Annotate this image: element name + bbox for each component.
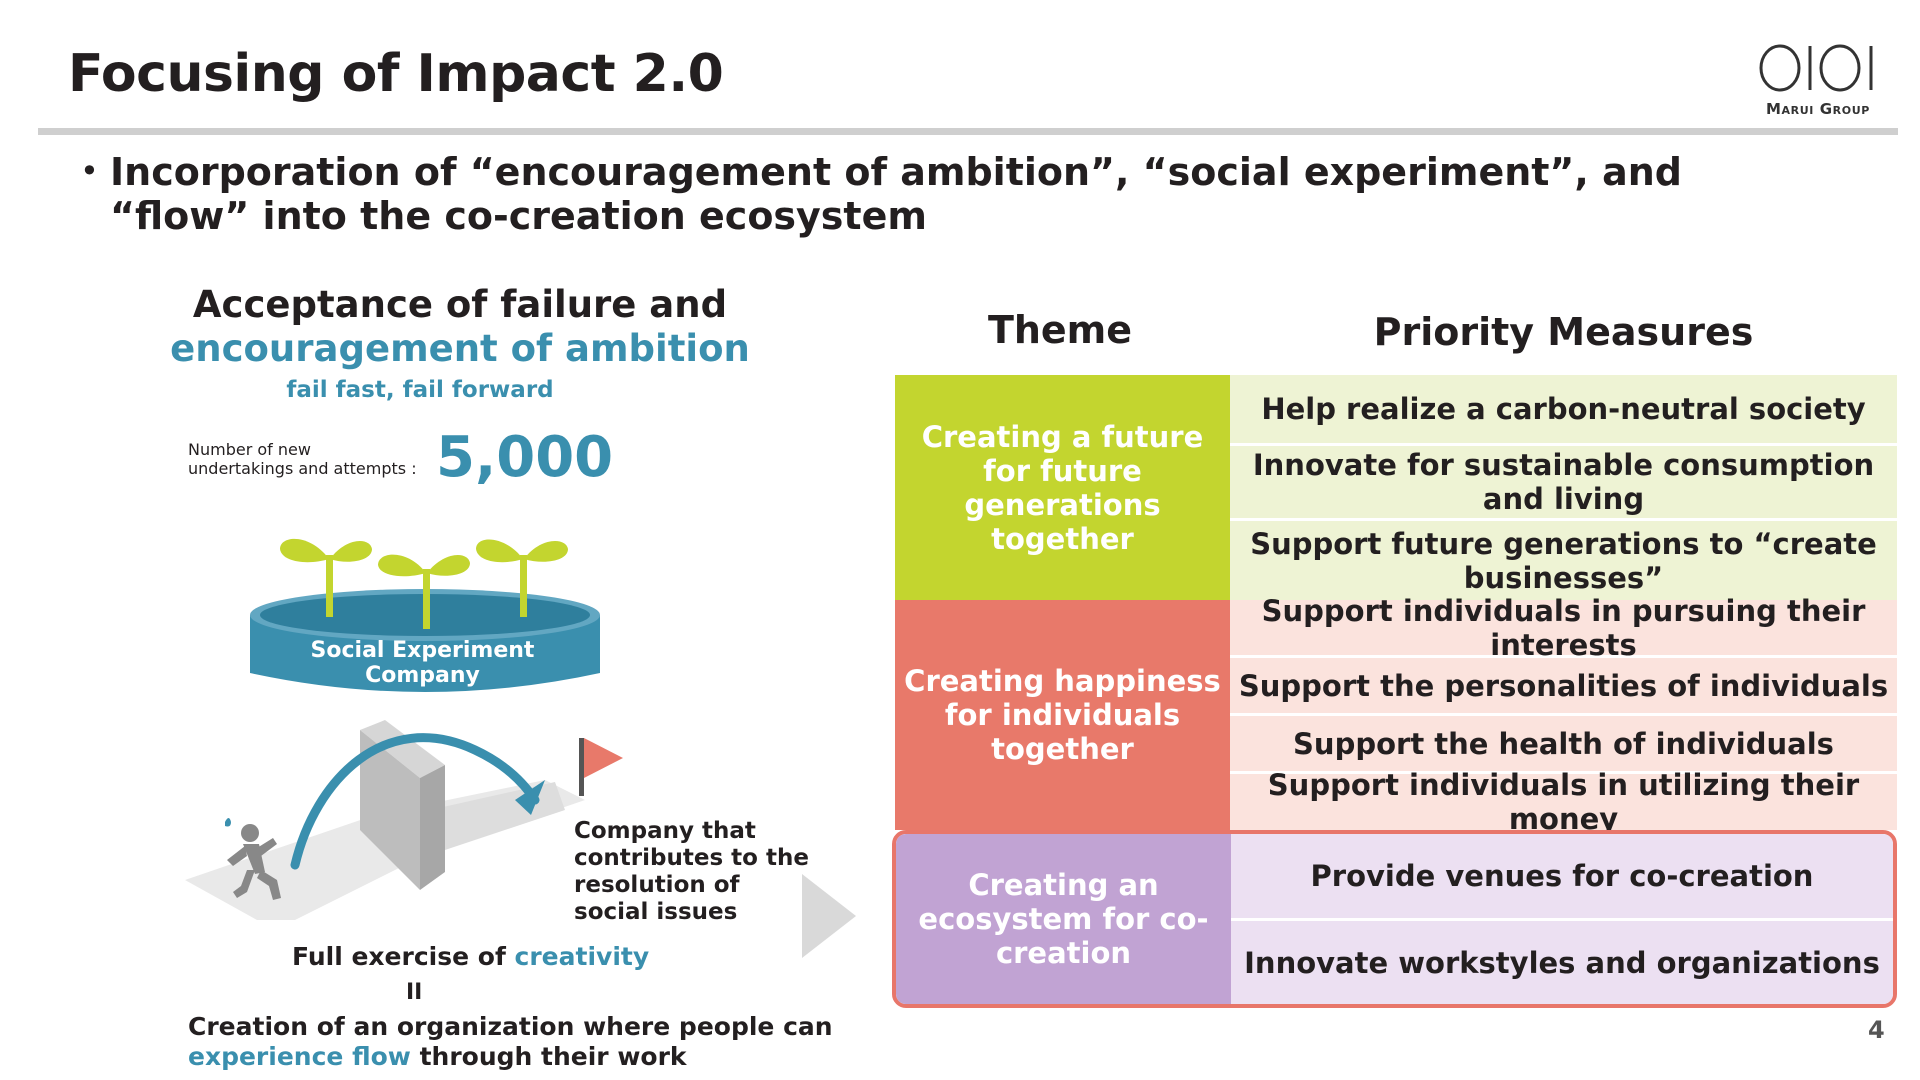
company-logo: Marui Group: [1758, 42, 1888, 118]
sprout-icon: [280, 538, 372, 617]
contribution-text: Company that contributes to the resoluti…: [574, 818, 809, 926]
creation-text: Creation of an organization where people…: [188, 1012, 833, 1072]
sweat-icon: [225, 818, 231, 827]
creativity-highlight: creativity: [514, 942, 650, 971]
contribution-line-3: resolution of: [574, 872, 740, 898]
contribution-line-2: contributes to the: [574, 845, 809, 871]
measure-cell: Help realize a carbon-neutral society: [1230, 375, 1897, 446]
measures-column-header: Priority Measures: [1373, 310, 1754, 354]
theme-cell-future-generations: Creating a future for future generations…: [895, 375, 1230, 600]
creativity-text: Full exercise of creativity: [292, 942, 649, 971]
heading-line-2: encouragement of ambition: [170, 327, 750, 370]
measure-cell: Support individuals in utilizing their m…: [1230, 768, 1897, 836]
contribution-line-1: Company that: [574, 818, 756, 844]
sprout-icon: [476, 539, 568, 617]
bullet-marker: •: [80, 152, 99, 190]
measure-cell: Innovate workstyles and organizations: [1231, 921, 1893, 1004]
contribution-line-4: social issues: [574, 899, 738, 925]
page-title: Focusing of Impact 2.0: [68, 44, 724, 104]
logo-text: Marui Group: [1766, 100, 1870, 118]
header-divider: [38, 128, 1898, 135]
measure-cell: Support the health of individuals: [1230, 716, 1897, 774]
oioi-logo-icon: [1759, 44, 1873, 92]
creation-line-1: Creation of an organization where people…: [188, 1012, 833, 1041]
arrow-right-icon: [802, 874, 856, 958]
page-number: 4: [1868, 1016, 1885, 1044]
theme-column-header: Theme: [987, 308, 1133, 352]
left-heading: Acceptance of failure and encouragement …: [150, 283, 770, 371]
count-label-line-1: Number of new: [188, 440, 311, 459]
company-label: Social Experiment Company: [310, 638, 535, 688]
count-value: 5,000: [436, 425, 614, 490]
sprouts-company-illustration: [250, 538, 600, 692]
measure-cell: Support future generations to “create bu…: [1230, 521, 1897, 600]
bullet-text: Incorporation of “encouragement of ambit…: [110, 150, 1682, 238]
measure-cell: Support individuals in pursuing their in…: [1230, 594, 1897, 662]
measure-cell: Support the personalities of individuals: [1230, 658, 1897, 716]
theme-cell-ecosystem: Creating an ecosystem for co-creation: [896, 834, 1231, 1004]
flag-icon: [579, 738, 623, 796]
count-label-line-2: undertakings and attempts :: [188, 459, 417, 478]
creativity-prefix: Full exercise of: [292, 942, 515, 971]
heading-line-1: Acceptance of failure and: [192, 283, 728, 326]
creation-suffix: through their work: [410, 1042, 687, 1071]
sprout-icon: [378, 554, 470, 629]
equals-marker: II: [406, 980, 423, 1005]
measure-cell: Provide venues for co-creation: [1231, 834, 1893, 921]
jump-over-wall-illustration: [185, 720, 623, 920]
measure-cell: Innovate for sustainable consumption and…: [1230, 446, 1897, 521]
highlighted-ecosystem-row: Creating an ecosystem for co-creation Pr…: [892, 830, 1897, 1008]
theme-cell-happiness: Creating happiness for individuals toget…: [895, 600, 1230, 830]
runner-icon: [227, 824, 281, 900]
count-label: Number of new undertakings and attempts …: [188, 440, 417, 478]
subheading: fail fast, fail forward: [286, 377, 554, 403]
creation-highlight: experience flow: [188, 1042, 411, 1071]
